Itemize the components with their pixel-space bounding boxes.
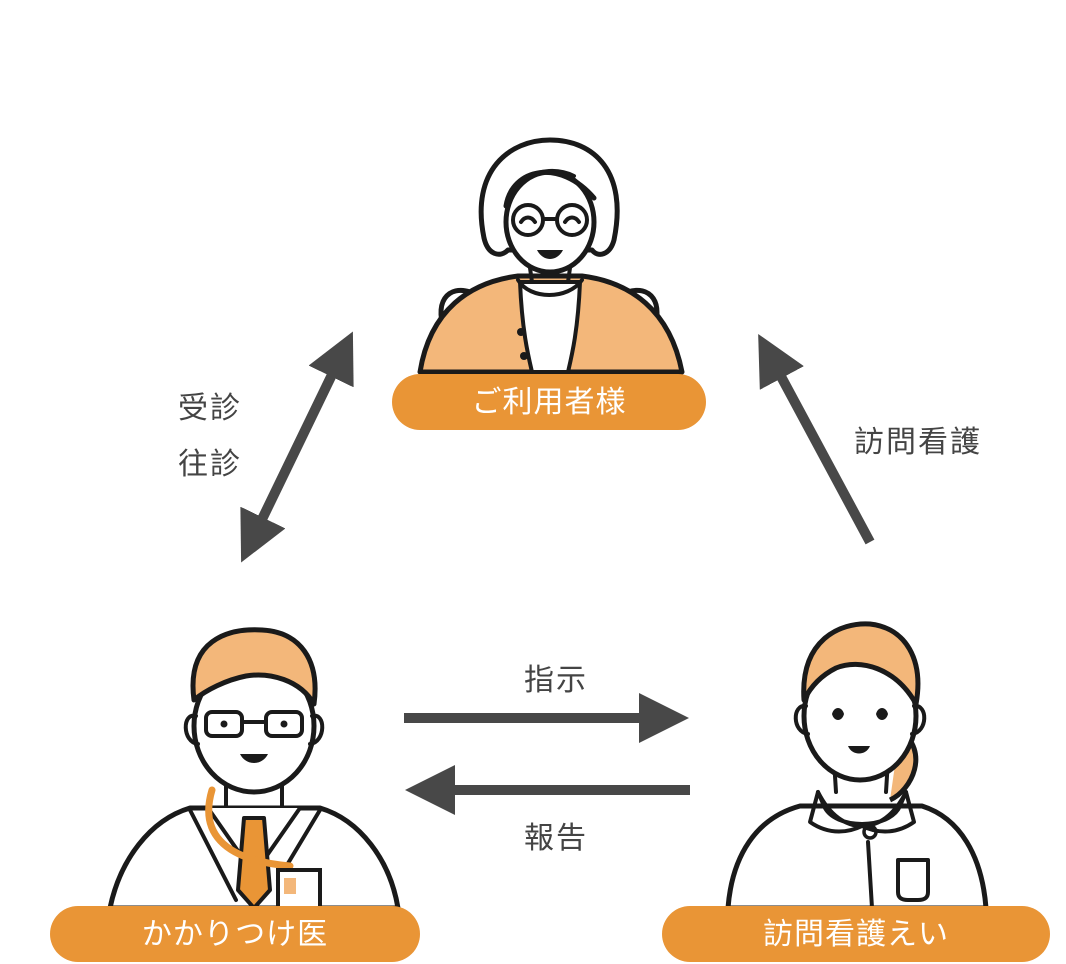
doctor-node: かかりつけ医 [50, 906, 420, 962]
home-nursing-label: 訪問看護 [854, 425, 982, 460]
doctor-label: かかりつけ医 [142, 917, 328, 952]
doctor-icon [107, 627, 401, 911]
nurse-node: 訪問看護えい [662, 906, 1050, 962]
house-call-label: 往診 [178, 447, 242, 482]
report-label: 報告 [524, 821, 588, 856]
patient-node: ご利用者様 [392, 374, 706, 430]
elderly-woman-icon [417, 137, 685, 375]
consultation-label: 受診 [178, 391, 242, 426]
nurse-label: 訪問看護えい [763, 917, 949, 952]
patient-label: ご利用者様 [472, 385, 627, 420]
nurse-patient-arrow [758, 333, 875, 545]
instruction-label: 指示 [524, 663, 588, 698]
nurse-icon [725, 621, 989, 911]
patient-doctor-arrow [240, 331, 354, 563]
